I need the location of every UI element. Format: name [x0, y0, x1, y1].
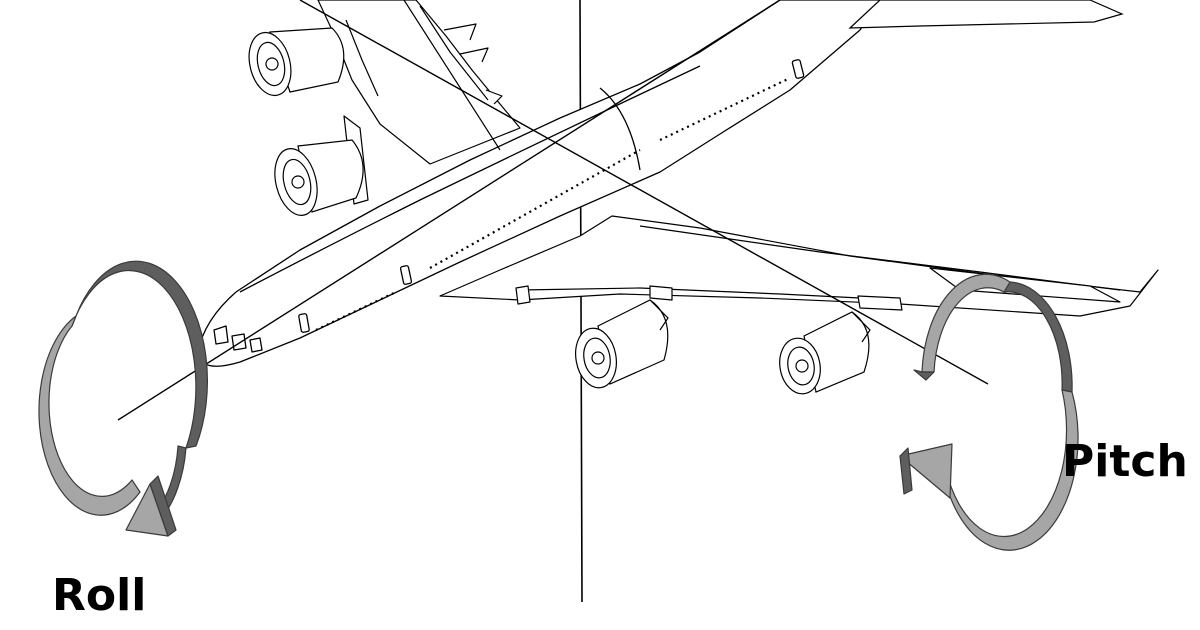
vertical-axis-line: [580, 0, 582, 602]
roll-arrow-icon: [39, 261, 207, 536]
far-engine-outer: [243, 28, 344, 100]
near-wing: [440, 216, 1158, 316]
pitch-label: Pitch: [1062, 440, 1188, 484]
tail: [850, 0, 1122, 28]
near-engine-inner: [571, 300, 668, 391]
near-engine-outer: [775, 312, 870, 397]
far-engine-inner: [268, 140, 363, 220]
roll-label: Roll: [52, 574, 146, 618]
pitch-arrow-icon: [900, 274, 1078, 550]
